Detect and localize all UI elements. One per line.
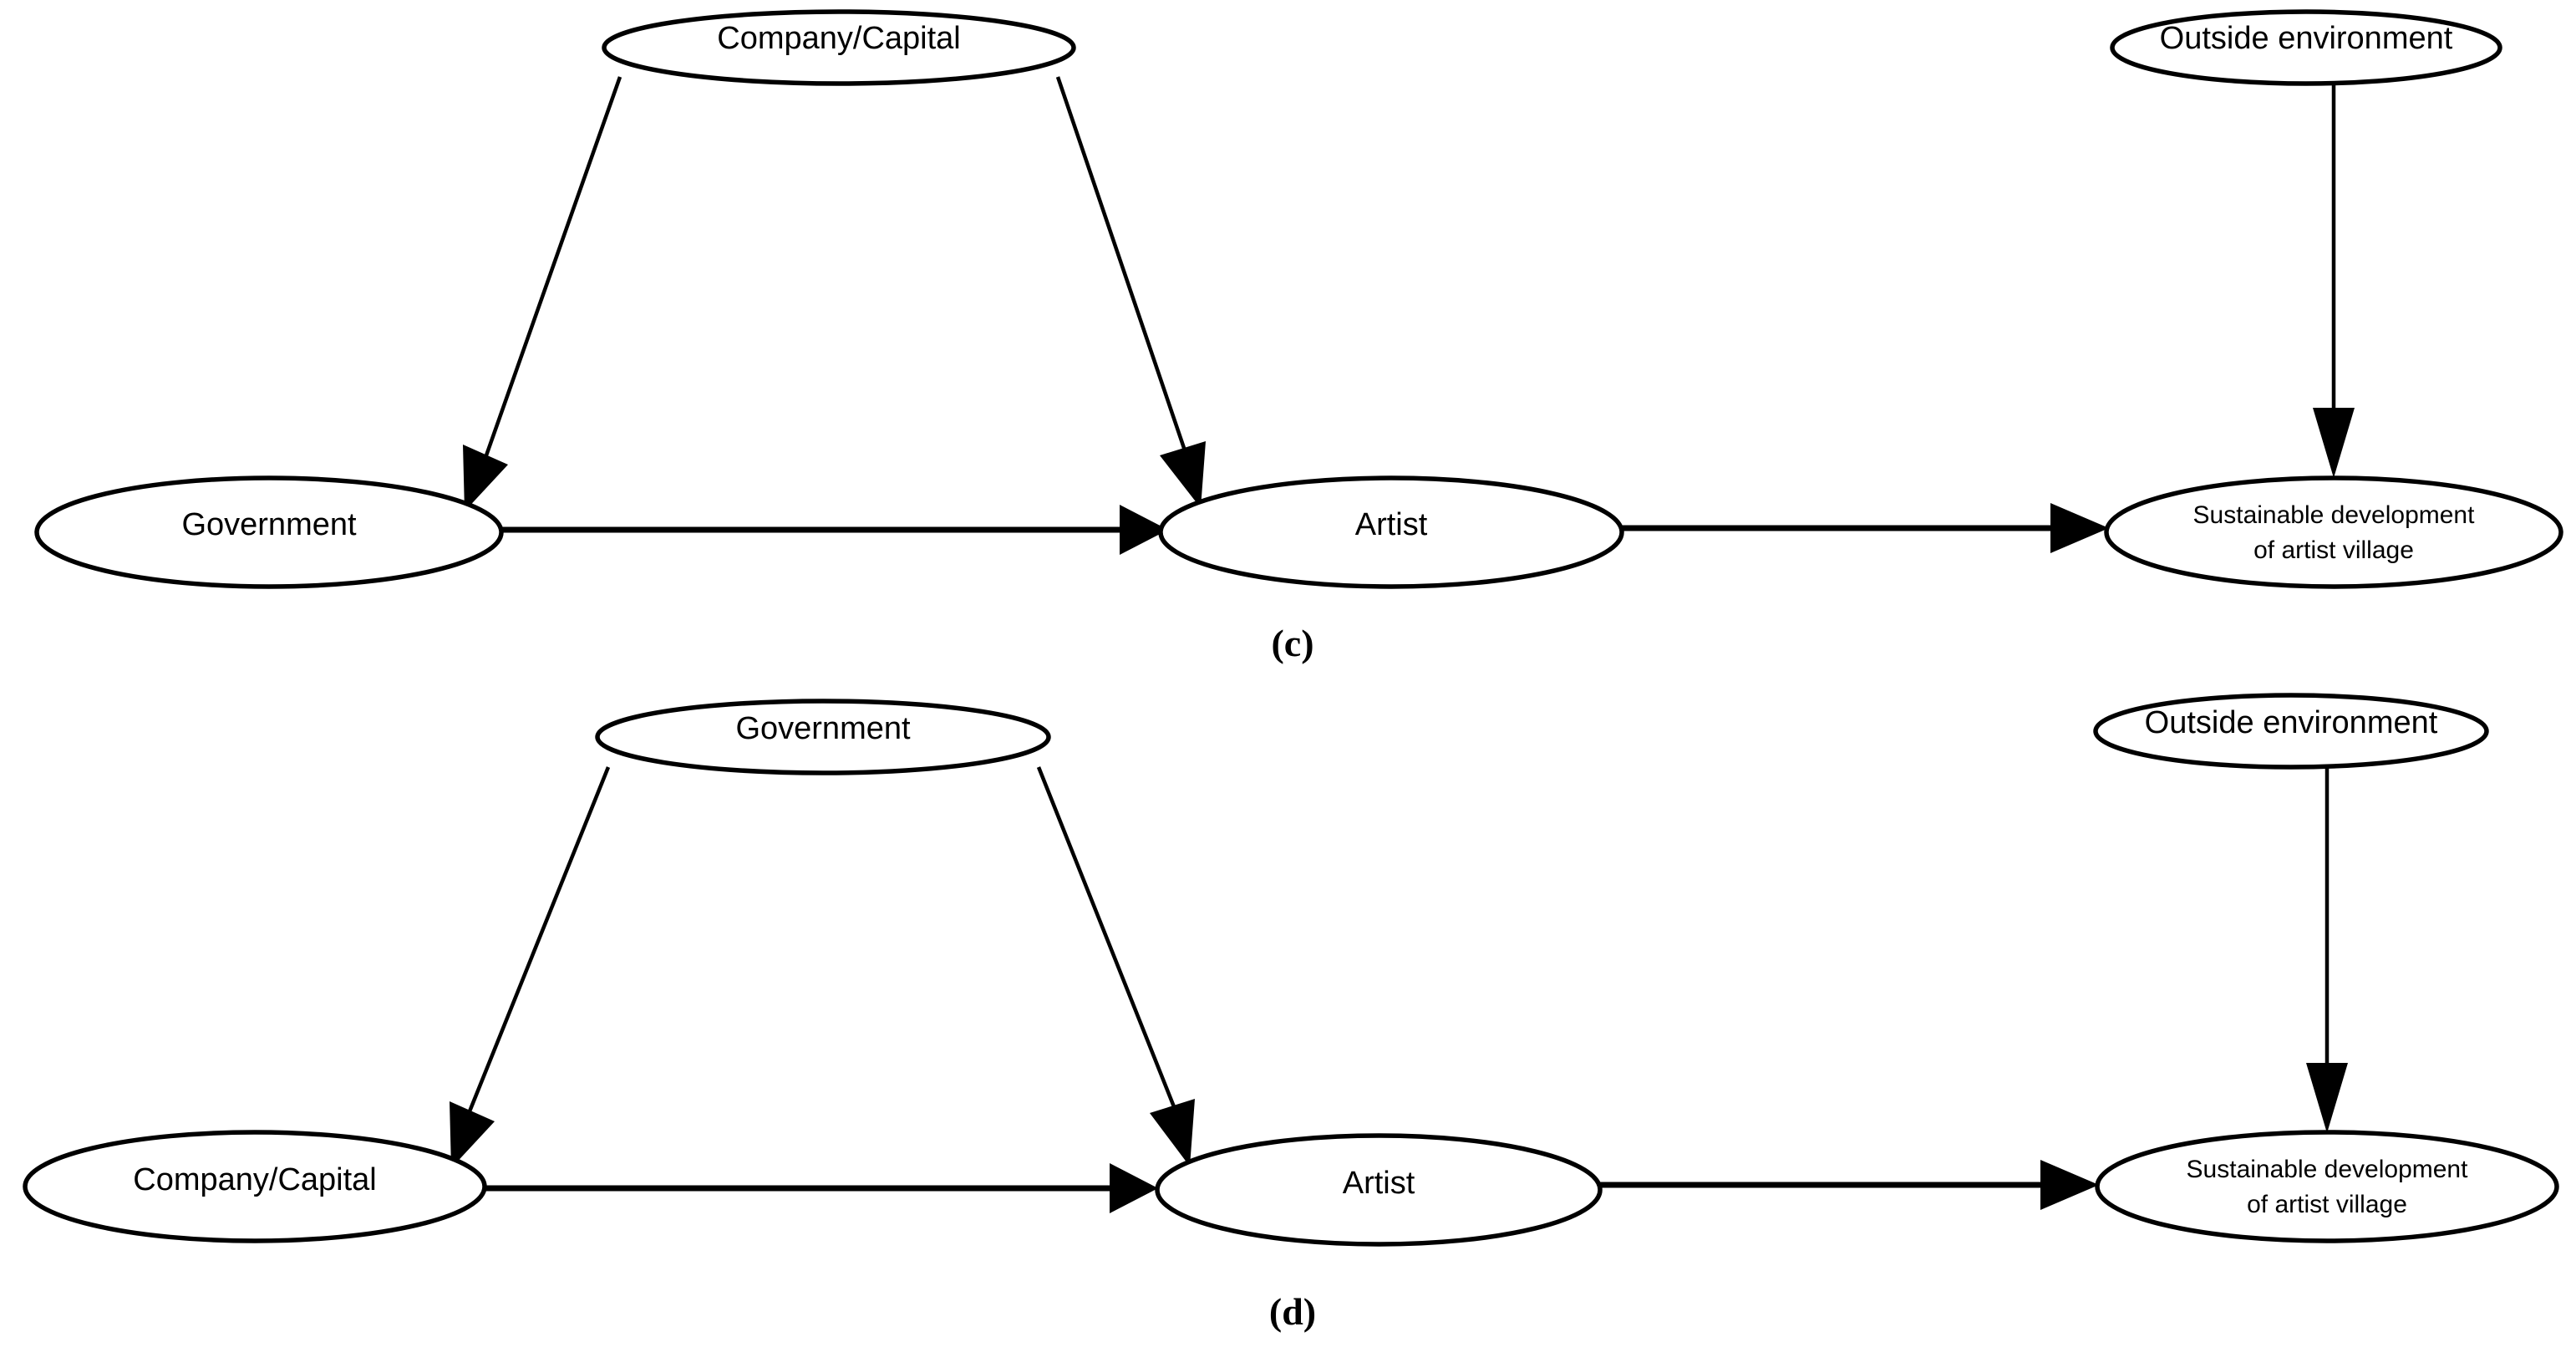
edge-company-to-artist bbox=[1055, 76, 1206, 508]
arrow-head-icon bbox=[2306, 1063, 2348, 1133]
node-label: Artist bbox=[1343, 1166, 1415, 1201]
edge-artist-to-sustainable-d bbox=[1598, 1160, 2099, 1210]
arrow-head-icon bbox=[2313, 408, 2355, 478]
node-label-line-2: of artist village bbox=[2253, 536, 2414, 564]
arrow-head-icon bbox=[2050, 503, 2109, 553]
panel-caption-d: (d) bbox=[1269, 1290, 1316, 1333]
arrow-head-icon bbox=[1110, 1163, 1158, 1213]
node-sustainable-development-d[interactable]: Sustainable development of artist villag… bbox=[2095, 1130, 2559, 1243]
edge-line bbox=[1036, 766, 1179, 1114]
arrow-head-icon bbox=[1150, 1099, 1195, 1167]
node-government-d[interactable]: Government bbox=[595, 699, 1051, 775]
node-label: Artist bbox=[1355, 507, 1428, 542]
node-artist-c[interactable]: Artist bbox=[1158, 475, 1624, 589]
edge-line bbox=[1055, 76, 1189, 456]
arrow-head-icon bbox=[1120, 505, 1168, 555]
panel-d: Government Company/Capital Artist Outsid… bbox=[23, 693, 2559, 1333]
node-label-line-2: of artist village bbox=[2247, 1191, 2407, 1218]
node-label: Company/Capital bbox=[133, 1162, 376, 1197]
node-ellipse bbox=[2104, 475, 2563, 589]
node-ellipse bbox=[23, 1130, 487, 1243]
node-ellipse bbox=[34, 475, 504, 589]
node-ellipse bbox=[1158, 475, 1624, 589]
node-label: Outside environment bbox=[2160, 21, 2453, 56]
arrow-head-icon bbox=[450, 1101, 495, 1168]
node-ellipse bbox=[2095, 1130, 2559, 1243]
node-label: Government bbox=[181, 507, 357, 542]
edge-company-to-government bbox=[463, 76, 622, 511]
edge-government-to-company bbox=[450, 766, 611, 1168]
edge-artist-to-sustainable bbox=[1619, 503, 2109, 553]
node-ellipse bbox=[2093, 693, 2489, 770]
node-label: Government bbox=[735, 711, 911, 746]
node-company-capital-c[interactable]: Company/Capital bbox=[602, 9, 1076, 86]
panel-c: Company/Capital Government Artist Outsid… bbox=[34, 9, 2563, 664]
edge-government-to-artist bbox=[500, 505, 1168, 555]
node-artist-d[interactable]: Artist bbox=[1155, 1133, 1603, 1247]
node-label: Company/Capital bbox=[717, 21, 960, 56]
edge-outside-to-sustainable-d bbox=[2306, 767, 2348, 1133]
node-ellipse bbox=[2110, 9, 2502, 86]
edge-line bbox=[484, 76, 622, 456]
panel-caption-c: (c) bbox=[1271, 622, 1313, 664]
arrow-head-icon bbox=[2040, 1160, 2099, 1210]
arrow-head-icon bbox=[463, 445, 508, 511]
node-government-c[interactable]: Government bbox=[34, 475, 504, 589]
edge-company-to-artist-d bbox=[483, 1163, 1158, 1213]
edge-line bbox=[467, 766, 611, 1112]
node-label-line-1: Sustainable development bbox=[2193, 501, 2476, 529]
node-company-capital-d[interactable]: Company/Capital bbox=[23, 1130, 487, 1243]
node-ellipse bbox=[595, 699, 1051, 775]
node-ellipse bbox=[1155, 1133, 1603, 1247]
node-outside-environment-d[interactable]: Outside environment bbox=[2093, 693, 2489, 770]
edge-outside-to-sustainable bbox=[2313, 84, 2355, 478]
node-label-line-1: Sustainable development bbox=[2187, 1156, 2469, 1183]
node-label: Outside environment bbox=[2145, 705, 2438, 740]
node-outside-environment-c[interactable]: Outside environment bbox=[2110, 9, 2502, 86]
node-ellipse bbox=[602, 9, 1076, 86]
edge-government-to-artist-d bbox=[1036, 766, 1195, 1167]
arrow-head-icon bbox=[1160, 441, 1206, 508]
node-sustainable-development-c[interactable]: Sustainable development of artist villag… bbox=[2104, 475, 2563, 589]
